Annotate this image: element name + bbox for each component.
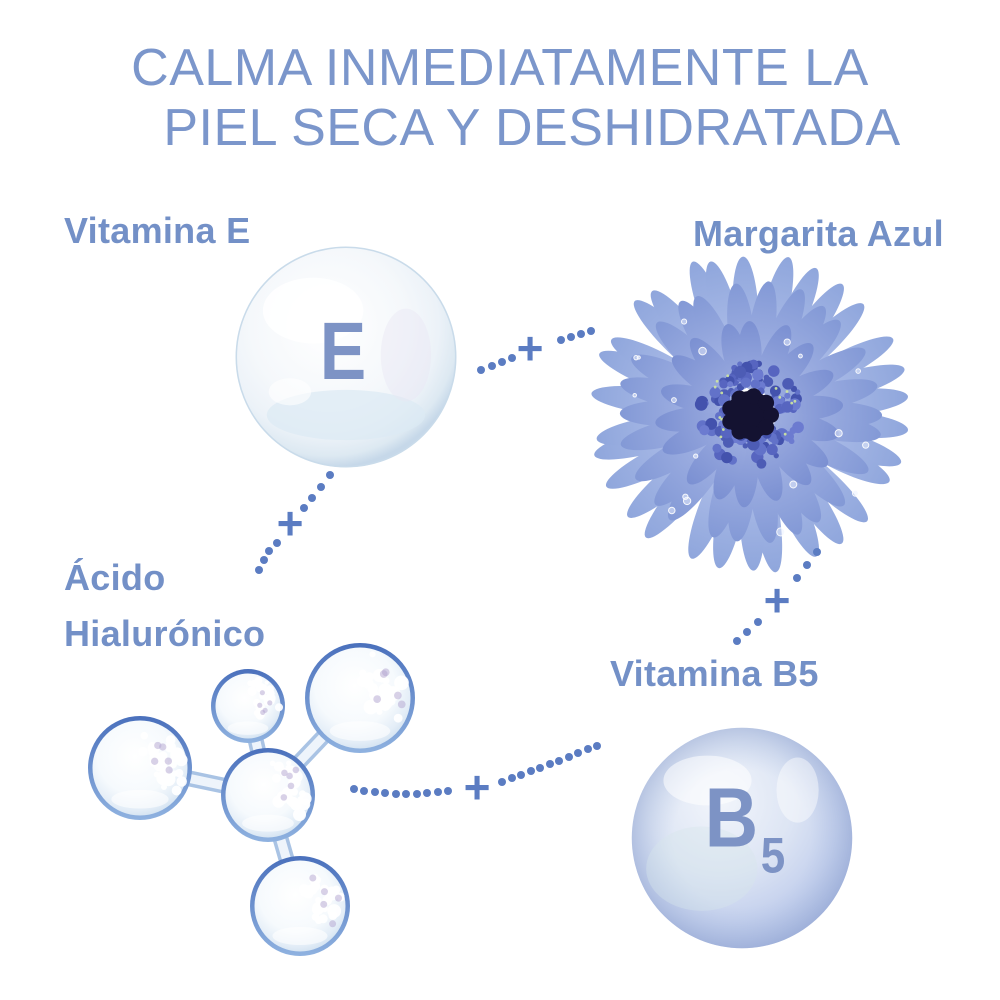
hyaluronic-molecule-icon xyxy=(88,643,415,956)
label-vitamina-e: Vitamina E xyxy=(64,210,251,251)
vitamin-e-symbol: E xyxy=(319,306,367,397)
page-title: CALMA INMEDIATAMENTE LA PIEL SECA Y DESH… xyxy=(0,38,1000,158)
b5-letter: B xyxy=(704,770,759,865)
plus-sign-e-hyaluronic: + xyxy=(276,497,304,550)
vitamin-b5-sphere-icon xyxy=(631,727,853,949)
plus-sign-e-flower: + xyxy=(516,322,544,375)
blue-daisy-flower-icon xyxy=(591,256,909,573)
label-acido: Ácido xyxy=(64,557,166,598)
label-hialuronico: Hialurónico xyxy=(64,613,266,654)
label-acido-hialuronico: Ácido Hialurónico xyxy=(64,550,265,662)
label-margarita-azul: Margarita Azul xyxy=(693,213,944,254)
b5-subscript: 5 xyxy=(760,827,786,884)
vitamin-e-bubble-icon xyxy=(235,246,457,468)
plus-sign-hyaluronic-b5: + xyxy=(463,761,491,814)
plus-sign-flower-b5: + xyxy=(763,574,791,627)
label-vitamina-b5: Vitamina B5 xyxy=(610,653,819,694)
title-line-2: PIEL SECA Y DESHIDRATADA xyxy=(163,99,901,157)
title-line-1: CALMA INMEDIATAMENTE LA xyxy=(131,39,869,97)
vitamin-b5-symbol: B5 xyxy=(705,776,786,881)
